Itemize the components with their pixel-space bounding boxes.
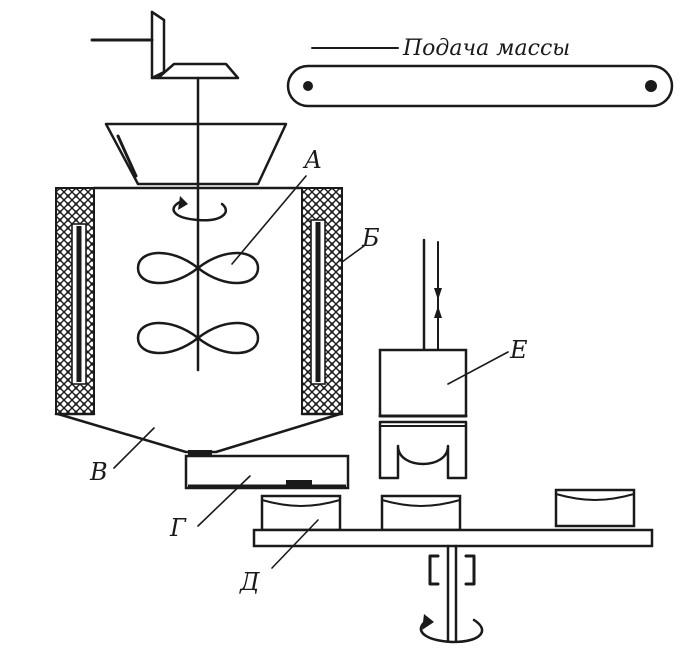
conveyor-belt: [286, 47, 674, 108]
stirrer-paddle-lower: [136, 321, 260, 355]
table-rotation-arrow-icon: [419, 618, 484, 644]
heating-jacket-left: [55, 187, 95, 415]
conveyor-left-roller: [303, 81, 313, 91]
label-d: Д: [239, 568, 260, 596]
leader-lines: [113, 175, 509, 569]
drive-gear: [90, 10, 240, 80]
mould-2: [380, 494, 462, 532]
table-spindle: [428, 544, 476, 642]
label-g: Г: [169, 514, 187, 542]
mould-3: [554, 488, 636, 528]
stirrer-paddle-upper: [136, 251, 260, 285]
mould-1: [260, 494, 342, 532]
label-v: В: [89, 458, 108, 486]
press-ram: [378, 238, 468, 480]
rotating-table: [252, 528, 654, 548]
conveyor-right-roller: [645, 80, 657, 92]
outlet-valve: [184, 450, 350, 490]
feed-funnel: [104, 122, 288, 186]
label-e: Е: [509, 336, 528, 364]
label-b: Б: [361, 224, 380, 252]
rotation-arrow-icon: [172, 200, 228, 222]
feed-label: Подача массы: [402, 36, 570, 61]
heating-jacket-right: [301, 187, 343, 415]
label-a: А: [302, 146, 322, 174]
